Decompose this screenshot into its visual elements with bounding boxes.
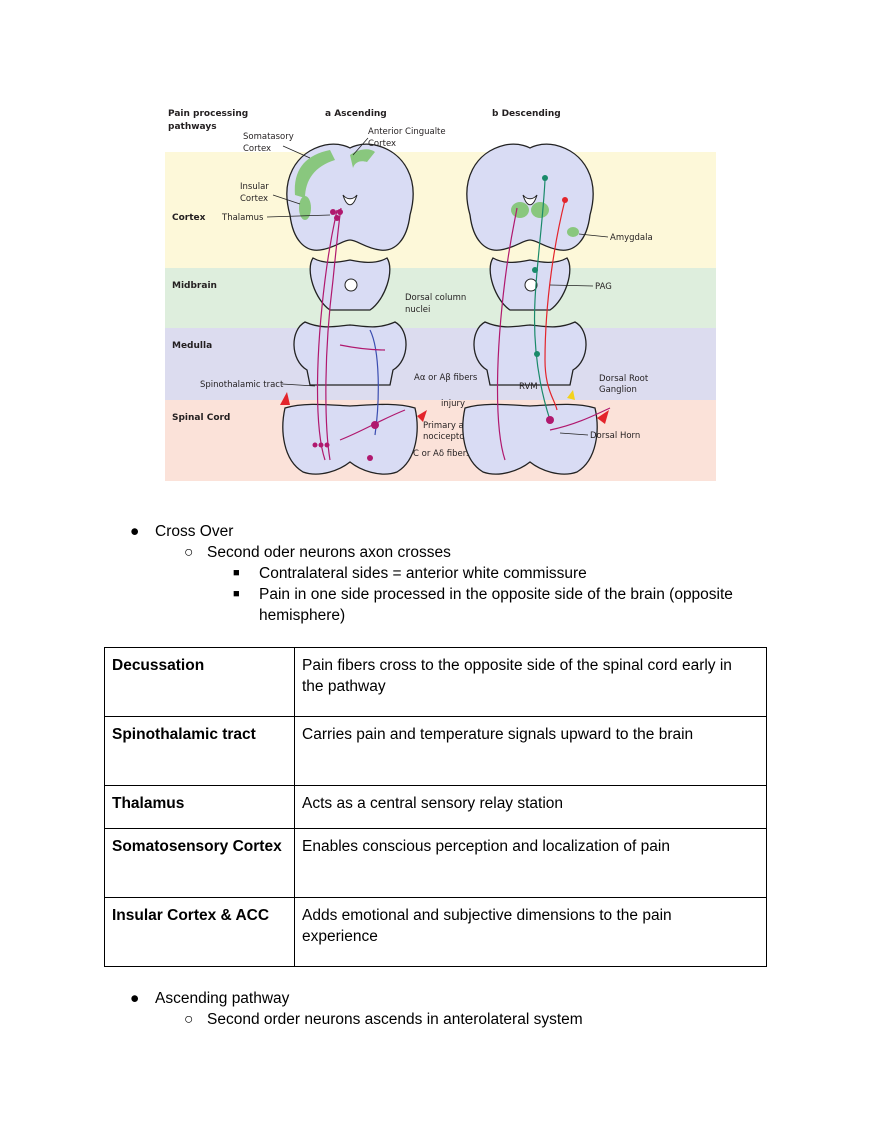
panel-b-yellow-mark [567,390,575,400]
cross-over-subsub-2-cont: hemisphere) [259,607,346,624]
label-somatosensory-2: Cortex [243,144,271,154]
leader-amygdala [578,233,609,238]
bullet-square: ■ [233,588,240,600]
band-cortex [165,152,716,268]
leader-insular [272,194,301,205]
cross-over-sub: Second oder neurons axon crosses [207,544,451,561]
label-primary-afferent: Primary afferent [423,421,493,431]
label-primary-afferent-2: nociceptors [423,432,473,442]
label-amygdala: Amygdala [610,233,653,243]
definitions-table: Decussation Pain fibers cross to the opp… [104,647,767,967]
table-row: Thalamus Acts as a central sensory relay… [104,785,767,829]
label-pag: PAG [595,282,612,292]
term-cell: Spinothalamic tract [104,716,295,786]
bullet-square: ■ [233,567,240,579]
description-cell: Enables conscious perception and localiz… [294,828,767,898]
table-row: Spinothalamic tract Carries pain and tem… [104,716,767,786]
label-dorsal-horn: Dorsal Horn [590,431,640,441]
label-injury: injury [441,399,465,409]
bullet-circle: ○ [184,544,194,561]
panel-b-brain [462,143,598,475]
panel-b-green [511,202,579,237]
panel-a-nodes [312,209,379,461]
label-drg: Dorsal Root [599,374,649,384]
panel-a-injury-mark [417,410,427,422]
panel-a-brain [282,143,418,475]
table-row: Insular Cortex & ACC Adds emotional and … [104,897,767,967]
cross-over-subsub-1: Contralateral sides = anterior white com… [259,565,587,582]
table-row: Decussation Pain fibers cross to the opp… [104,647,767,717]
label-drg-2: Ganglion [599,385,637,395]
panel-a-title: a Ascending [325,109,387,119]
bullet-dot: ● [130,990,140,1007]
term-cell: Thalamus [104,785,295,829]
leader-spinothalamic [281,383,316,387]
label-anterior-cingulate-2: Cortex [368,139,396,149]
panel-b-title: b Descending [492,109,561,119]
band-medulla [165,328,716,400]
label-thalamus: Thalamus [221,213,264,223]
panel-a-ventricles [342,194,358,292]
label-dorsal-column-2: nuclei [405,305,430,315]
leader-anterior-cingulate [352,137,369,156]
term-cell: Insular Cortex & ACC [104,897,295,967]
pain-pathways-figure: Pain processing pathways a Ascending b D… [165,109,716,481]
leader-somatosensory [282,145,311,159]
cross-over-subsub-2: Pain in one side processed in the opposi… [259,586,733,603]
label-a-fibers: Aα or Aβ fibers [414,373,478,383]
description-cell: Pain fibers cross to the opposite side o… [294,647,767,717]
band-label-midbrain: Midbrain [172,281,217,291]
panel-a-arrow [280,392,290,405]
description-line: Adds emotional and subjective dimensions… [302,907,672,924]
description-cell: Acts as a central sensory relay station [294,785,767,829]
label-insular-2: Cortex [240,194,268,204]
label-insular: Insular [240,182,269,192]
band-spinal-cord [165,400,716,481]
cross-over-item: Cross Over [155,523,234,540]
table-row: Somatosensory Cortex Enables conscious p… [104,828,767,898]
description-line: experience [302,928,378,945]
description-line: Pain fibers cross to the opposite side o… [302,657,732,674]
description-cell: Carries pain and temperature signals upw… [294,716,767,786]
leader-dorsal-horn [559,432,589,436]
bullet-dot: ● [130,523,140,540]
label-anterior-cingulate: Anterior Cingualte [368,127,446,137]
label-rvm: RVM [519,382,538,392]
band-midbrain [165,268,716,328]
band-label-medulla: Medulla [172,341,212,351]
description-line: the pathway [302,678,386,695]
band-label-spinal-cord: Spinal Cord [172,413,230,423]
label-dorsal-column: Dorsal column [405,293,466,303]
term-cell: Somatosensory Cortex [104,828,295,898]
figure-title-2: pathways [168,122,217,132]
leader-thalamus [266,214,331,218]
panel-b-ventricles [522,194,538,292]
panel-a-cortex-green [294,149,375,220]
ascending-sub: Second order neurons ascends in anterola… [207,1011,583,1028]
label-c-fibers: C or Aδ fibers [413,449,471,459]
bullet-circle: ○ [184,1011,194,1028]
band-label-cortex: Cortex [172,213,206,223]
label-somatosensory: Somatasory [243,132,294,142]
label-spinothalamic: Spinothalamic tract [200,380,284,390]
panel-b-paths [496,179,611,461]
panel-b-nodes [532,175,568,424]
ascending-item: Ascending pathway [155,990,290,1007]
term-cell: Decussation [104,647,295,717]
description-cell: Adds emotional and subjective dimensions… [294,897,767,967]
panel-b-drg-mark [597,410,609,424]
figure-title: Pain processing [168,109,248,119]
leader-pag [549,284,594,287]
